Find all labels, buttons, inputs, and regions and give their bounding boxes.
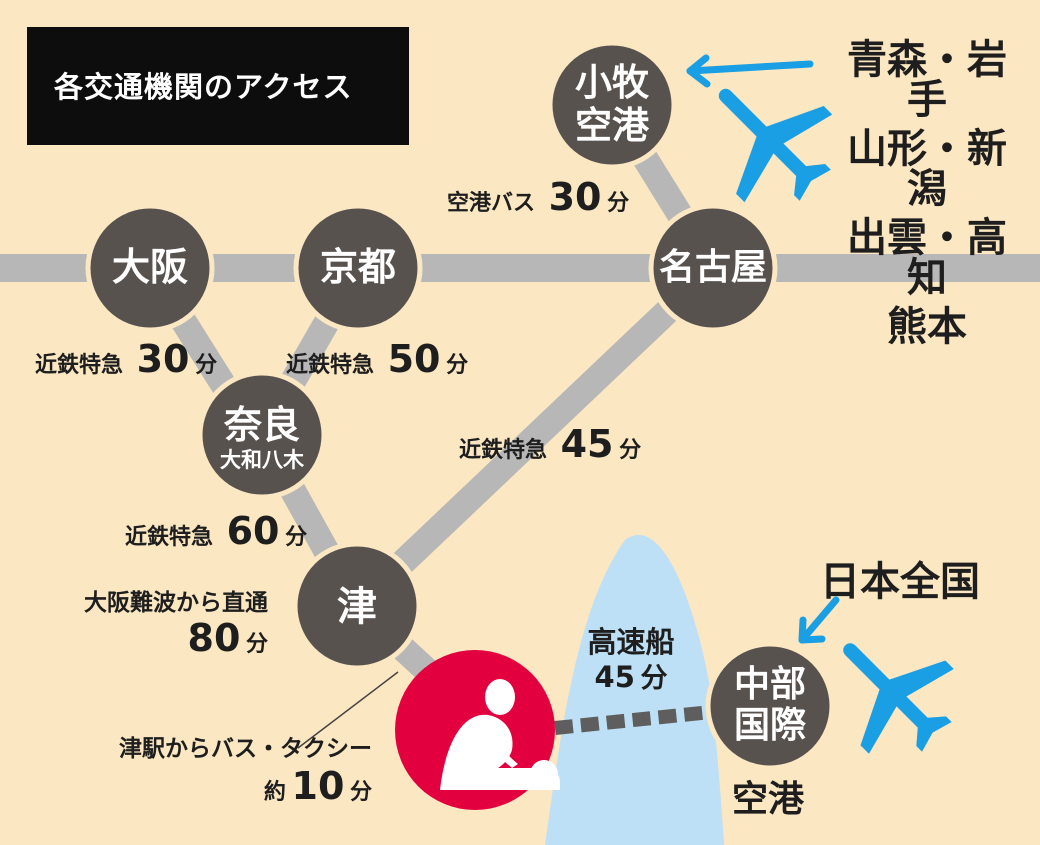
station-nagoya[interactable]: 名古屋	[658, 247, 767, 288]
route-name: 近鉄特急	[35, 353, 124, 378]
route-name: 近鉄特急	[125, 525, 214, 550]
route-name: 大阪難波から直通	[84, 590, 268, 616]
leader-line	[297, 671, 399, 749]
rail-nagoya-tsu	[344, 255, 726, 619]
station-kyoto[interactable]: 京都	[319, 245, 396, 289]
route-name: 近鉄特急	[286, 353, 375, 378]
station-kyoto-circle	[293, 203, 423, 333]
route-name: 空港バス	[447, 191, 536, 216]
station-osaka[interactable]: 大阪	[111, 245, 188, 289]
station-komaki-line2: 空港	[575, 103, 649, 147]
flight-destination: 出雲・高知	[847, 215, 1007, 301]
airplane-icon	[843, 643, 954, 754]
route-time: 45	[560, 422, 614, 466]
station-chubu[interactable]: 中部 国際	[708, 664, 832, 747]
route-time: 60	[226, 509, 280, 553]
route-unit: 分	[285, 525, 308, 550]
station-chubu-line2: 国際	[733, 705, 806, 747]
airplane-icon	[718, 88, 833, 203]
flight-destination: 青森・岩手	[847, 37, 1007, 123]
route-komaki-bus: 空港バス 30 分	[447, 178, 629, 216]
route-unit: 分	[446, 353, 469, 378]
route-prefix: 約	[263, 780, 286, 805]
route-ferry: 高速船 45 分	[566, 625, 696, 694]
route-unit: 分	[640, 663, 668, 694]
map-title: 各交通機関のアクセス	[54, 70, 353, 104]
sea-area	[545, 534, 724, 845]
station-nara[interactable]: 奈良 大和八木	[200, 403, 324, 472]
route-osaka-nara: 近鉄特急 30 分	[35, 340, 217, 378]
arrow-icon	[686, 54, 814, 88]
station-chubu-circle	[705, 641, 835, 771]
station-tsu-circle	[292, 541, 422, 671]
route-unit: 分	[607, 191, 630, 216]
station-chubu-line1: 中部	[733, 664, 806, 705]
route-name: 近鉄特急	[459, 438, 548, 463]
station-osaka-circle	[85, 203, 215, 333]
station-chubu-line3: 空港	[732, 779, 805, 820]
route-nara-tsu: 近鉄特急 60 分	[125, 512, 307, 550]
route-name: 津駅からバス・タクシー	[119, 736, 372, 762]
route-unit: 分	[245, 632, 268, 657]
station-nara-circle	[197, 370, 327, 500]
station-tsu[interactable]: 津	[337, 584, 377, 630]
route-name: 高速船	[587, 625, 675, 659]
station-komaki-circle	[547, 40, 677, 170]
route-time: 10	[291, 764, 345, 808]
route-unit: 分	[619, 438, 642, 463]
flight-destination: 山形・新潟	[847, 126, 1007, 212]
flight-destination: 熊本	[887, 304, 967, 350]
station-nara-sub: 大和八木	[220, 447, 304, 472]
title-box	[27, 27, 409, 145]
route-unit: 分	[195, 353, 218, 378]
route-time: 50	[387, 337, 441, 381]
route-nagoya-tsu: 近鉄特急 45 分	[459, 425, 641, 463]
station-nagoya-circle	[648, 203, 778, 333]
route-time: 45	[594, 660, 635, 694]
station-komaki-line1: 小牧	[575, 61, 649, 104]
route-kyoto-nara: 近鉄特急 50 分	[286, 340, 468, 378]
arrow-icon	[798, 596, 840, 644]
flights-chubu: 日本全国	[820, 559, 980, 605]
route-time: 30	[548, 175, 602, 219]
route-unit: 分	[349, 780, 372, 805]
route-tsu-local: 津駅からバス・タクシー 約 10 分	[36, 736, 372, 808]
therapist-icon	[440, 679, 560, 790]
flights-komaki: 青森・岩手 山形・新潟 出雲・高知 熊本	[832, 40, 1022, 347]
station-nara-name: 奈良	[223, 403, 300, 447]
station-komaki[interactable]: 小牧 空港	[550, 61, 674, 147]
route-namba-direct: 大阪難波から直通 80 分	[36, 590, 268, 660]
route-time: 30	[136, 337, 190, 381]
ferry-route	[554, 699, 771, 735]
route-time: 80	[187, 616, 241, 660]
